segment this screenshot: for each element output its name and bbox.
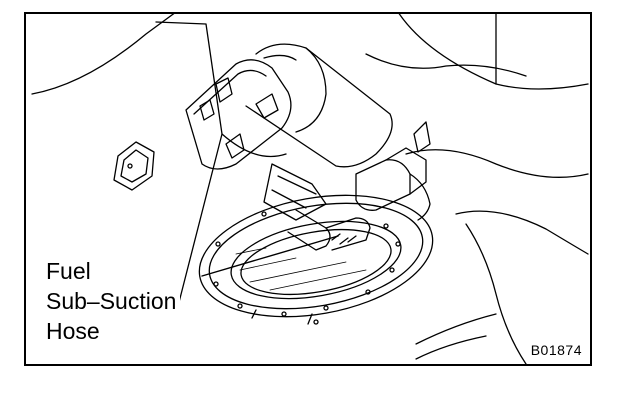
- fuel-pump-drawing: [31, 14, 589, 364]
- part-label-line-3: Hose: [46, 318, 100, 344]
- fuel-pump-assembly: [185, 43, 431, 251]
- part-label: Fuel Sub–Suction Hose: [46, 256, 181, 346]
- figure-code: B01874: [530, 342, 582, 358]
- part-label-line-2: Sub–Suction: [46, 288, 177, 314]
- illustration-frame: Fuel Sub–Suction Hose B01874: [24, 12, 592, 366]
- access-plate: [113, 141, 155, 191]
- leader-line: [201, 235, 339, 277]
- part-label-line-1: Fuel: [46, 258, 91, 284]
- body-panel: [31, 14, 589, 364]
- tank-opening: [198, 194, 434, 325]
